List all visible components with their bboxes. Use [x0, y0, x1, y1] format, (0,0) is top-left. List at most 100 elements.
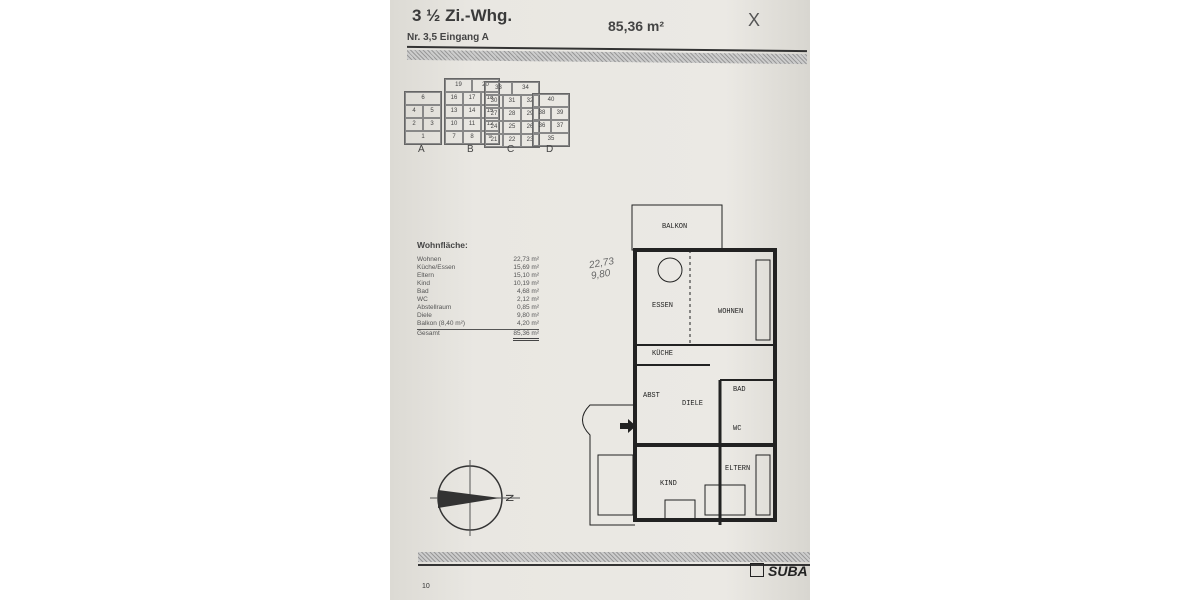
label-diele: DIELE: [682, 400, 703, 408]
apartment-area: 85,36 m²: [608, 18, 665, 34]
block-cell: 10: [445, 118, 463, 131]
handwritten-x: X: [748, 10, 761, 30]
block-cell: 30: [485, 95, 503, 108]
room-size: 0,85 m²: [516, 304, 539, 311]
block-cell: 23: [521, 134, 539, 147]
block-cell: 13: [445, 105, 463, 118]
area-row: Diele 9,80 m²: [417, 312, 539, 320]
living-area-heading: Wohnfläche:: [417, 240, 468, 250]
room-size: 9,80 m²: [516, 312, 539, 319]
block-cell: 36: [533, 120, 551, 133]
page-number: 10: [422, 583, 430, 590]
block-cell: 37: [551, 120, 569, 133]
block-cell: 19: [445, 79, 472, 92]
total-label: Gesamt: [417, 330, 440, 337]
apartment-title: 3 ½ Zi.-Whg.: [412, 6, 513, 25]
label-wc: WC: [733, 425, 741, 433]
block-cell: 1: [405, 131, 441, 144]
suba-logo: SÜBA: [750, 563, 808, 579]
room-size: 10,19 m²: [513, 280, 539, 287]
block-label: C: [507, 144, 515, 155]
block-cell: 7: [445, 131, 463, 144]
block-cell: 27: [485, 108, 503, 121]
block-cell: 38: [533, 107, 551, 120]
room-size: 15,69 m²: [513, 264, 539, 271]
room-name: Bad: [417, 288, 429, 295]
block-cell: 9: [481, 131, 499, 144]
block-cell: 11: [463, 118, 481, 131]
label-bad: BAD: [733, 386, 746, 394]
block-cell: 28: [503, 108, 521, 121]
footer-rule: [418, 564, 810, 566]
block-cell: 16: [445, 92, 463, 105]
room-name: WC: [417, 296, 428, 303]
block-cell: 35: [533, 133, 569, 146]
block-cell: 17: [463, 92, 481, 105]
block-cell: 29: [521, 108, 539, 121]
label-abst: ABST: [643, 392, 660, 400]
block-label: B: [467, 144, 474, 155]
block-cell: 24: [485, 121, 503, 134]
room-name: Wohnen: [417, 256, 442, 263]
room-size: 15,10 m²: [513, 272, 539, 279]
block-cell: 4: [405, 105, 423, 118]
area-row: Abstellraum 0,85 m²: [417, 304, 539, 312]
floor-plan: BALKON ESSEN WOHNEN KÜCHE ABST DIELE BAD…: [582, 204, 777, 526]
block-cell: 14: [463, 105, 481, 118]
block-cell: 32: [521, 95, 539, 108]
block-cell: 8: [463, 131, 481, 144]
room-name: Balkon (8,40 m²): [417, 320, 466, 327]
header-band: [406, 49, 808, 65]
room-name: Abstellraum: [417, 304, 452, 311]
room-size: 22,73 m²: [513, 256, 539, 263]
apartment-number: Nr. 3,5 Eingang A: [407, 32, 489, 43]
room-name: Kind: [417, 280, 431, 287]
label-wohnen: WOHNEN: [718, 308, 743, 316]
room-name: Küche/Essen: [417, 264, 456, 271]
block-cell: 3: [423, 118, 441, 131]
block-cell: 22: [503, 134, 521, 147]
block-cell: 21: [485, 134, 503, 147]
room-name: Eltern: [417, 272, 434, 279]
block-cell: 34: [512, 82, 539, 95]
block-cell: 15: [481, 105, 499, 118]
block-cell: 18: [481, 92, 499, 105]
block-cell: 26: [521, 121, 539, 134]
total-row: Gesamt 85,36 m²: [417, 329, 539, 341]
block-cell: 33: [485, 82, 512, 95]
total-size: 85,36 m²: [513, 330, 539, 341]
room-size: 2,12 m²: [516, 296, 539, 303]
room-name: Diele: [417, 312, 432, 319]
block-cell: 39: [551, 107, 569, 120]
floor-plan-page: 3 ½ Zi.-Whg. Nr. 3,5 Eingang A 85,36 m² …: [390, 0, 810, 600]
block-cell: 6: [405, 92, 441, 105]
label-kind: KIND: [660, 480, 677, 488]
room-size: 4,20 m²: [516, 320, 539, 327]
logo-text: SÜBA: [768, 563, 808, 579]
area-row: Wohnen 22,73 m²: [417, 256, 539, 264]
label-essen: ESSEN: [652, 302, 673, 310]
block-cell: 2: [405, 118, 423, 131]
area-row: WC 2,12 m²: [417, 296, 539, 304]
area-row: Bad 4,68 m²: [417, 288, 539, 296]
block-cell: 40: [533, 94, 569, 107]
living-area-table: Wohnfläche: Wohnen 22,73 m² Küche/Essen 15,…: [417, 240, 539, 341]
area-row: Kind 10,19 m²: [417, 280, 539, 288]
footer-band: [418, 552, 810, 562]
room-size: 4,68 m²: [516, 288, 539, 295]
compass-icon: N: [430, 460, 520, 536]
area-row: Küche/Essen 15,69 m²: [417, 264, 539, 272]
area-row: Eltern 15,10 m²: [417, 272, 539, 280]
block-label: D: [546, 144, 554, 155]
block-cell: 31: [503, 95, 521, 108]
label-kueche: KÜCHE: [652, 349, 673, 358]
block-cell: 25: [503, 121, 521, 134]
block-cell: 12: [481, 118, 499, 131]
compass-label: N: [503, 494, 515, 502]
block-cell: 5: [423, 105, 441, 118]
label-balkon: BALKON: [662, 223, 687, 231]
